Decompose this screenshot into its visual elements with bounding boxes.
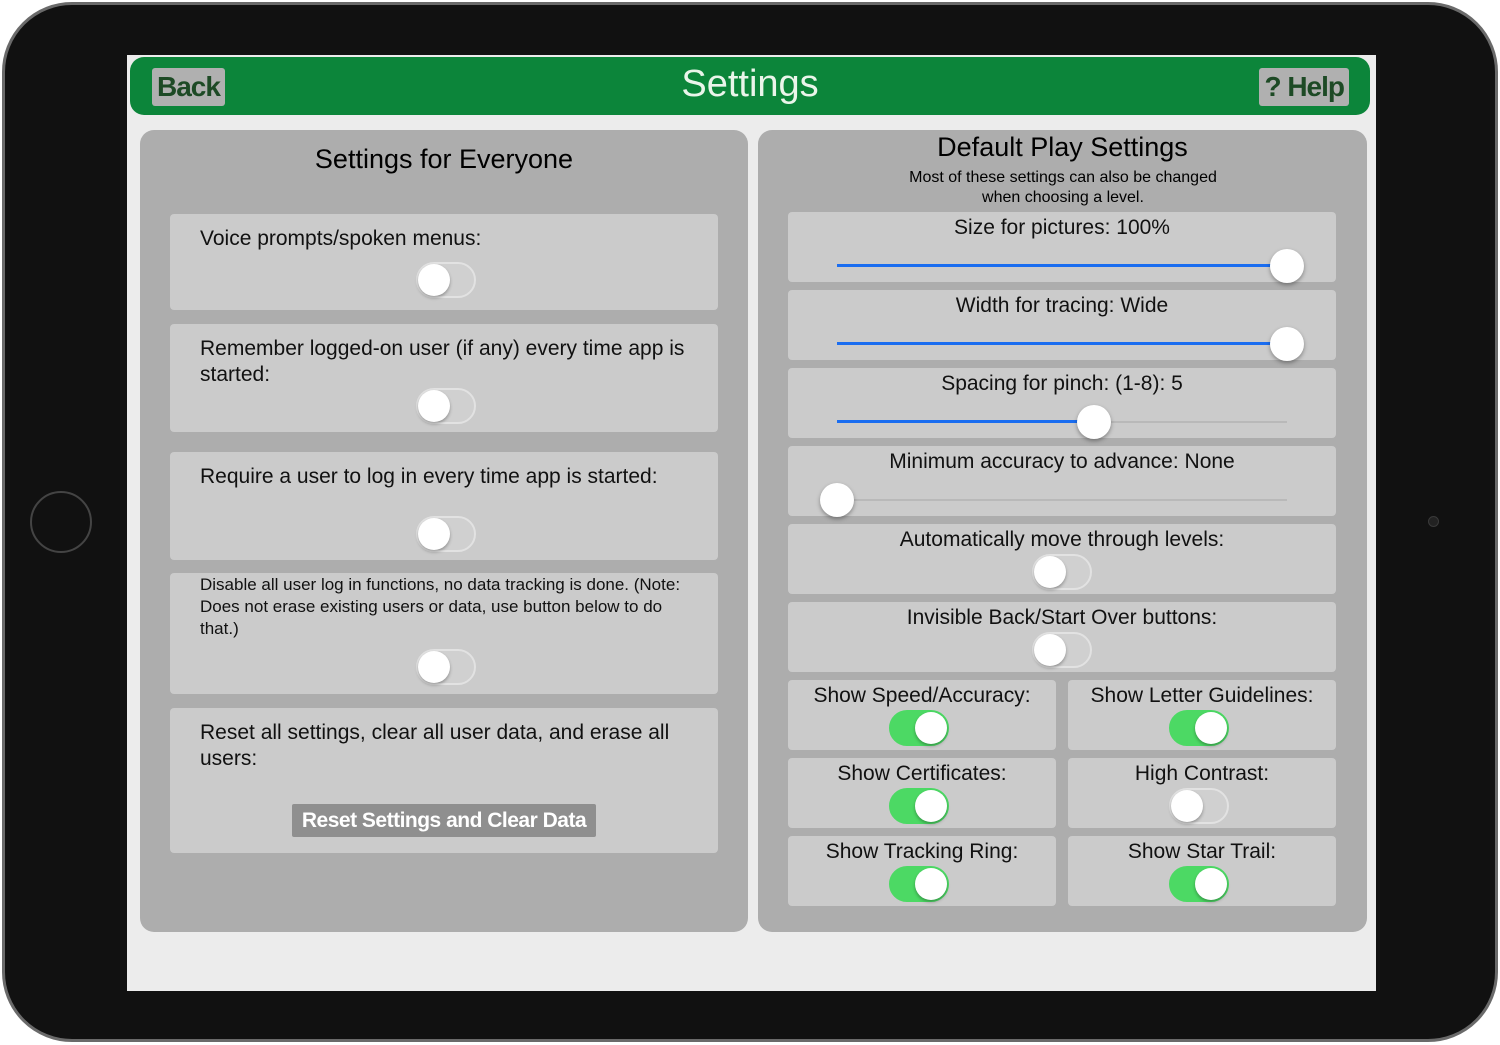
setting-label: Spacing for pinch: (1-8): 5 — [941, 372, 1183, 395]
show-letter-guidelines-toggle[interactable] — [1169, 710, 1229, 746]
setting-tracing-width: Width for tracing: Wide — [788, 290, 1336, 361]
toggle-knob — [418, 651, 450, 683]
toggle-knob — [915, 790, 947, 822]
minimum-accuracy-slider[interactable] — [820, 483, 1287, 517]
setting-label: Size for pictures: 100% — [954, 216, 1170, 239]
toggle-knob — [418, 390, 450, 422]
setting-label: Width for tracing: Wide — [955, 294, 1169, 317]
picture-size-slider[interactable] — [837, 249, 1304, 283]
setting-show-certificates: Show Certificates: — [788, 758, 1056, 828]
header-bar: Back Settings ? Help — [130, 57, 1370, 115]
panel-title: Default Play Settings — [937, 132, 1188, 162]
toggle-knob — [915, 712, 947, 744]
setting-high-contrast: High Contrast: — [1068, 758, 1336, 828]
require-login-toggle[interactable] — [416, 516, 476, 552]
reset-settings-button[interactable]: Reset Settings and Clear Data — [292, 804, 596, 837]
setting-label: High Contrast: — [1134, 762, 1270, 785]
panel-subtitle: Most of these settings can also be chang… — [909, 169, 1217, 206]
auto-move-toggle[interactable] — [1032, 554, 1092, 590]
home-button[interactable] — [30, 491, 92, 553]
slider-fill — [837, 264, 1287, 267]
setting-label: Voice prompts/spoken menus: — [200, 227, 482, 250]
setting-invisible-buttons: Invisible Back/Start Over buttons: — [788, 602, 1336, 672]
setting-pinch-spacing: Spacing for pinch: (1-8): 5 — [788, 368, 1336, 439]
toggle-knob — [1195, 868, 1227, 900]
help-button[interactable]: ? Help — [1259, 68, 1349, 106]
pinch-spacing-slider[interactable] — [837, 405, 1287, 439]
setting-label: Minimum accuracy to advance: None — [889, 450, 1235, 473]
setting-label: Show Letter Guidelines: — [1090, 684, 1314, 707]
setting-disable-login: Disable all user log in functions, no da… — [170, 573, 718, 694]
toggle-knob — [1171, 790, 1203, 822]
invisible-buttons-toggle[interactable] — [1032, 632, 1092, 668]
toggle-knob — [418, 264, 450, 296]
setting-label: Require a user to log in every time app … — [200, 465, 658, 488]
setting-show-speed-accuracy: Show Speed/Accuracy: — [788, 680, 1056, 750]
toggle-knob — [1034, 634, 1066, 666]
setting-show-star-trail: Show Star Trail: — [1068, 836, 1336, 906]
slider-thumb[interactable] — [820, 483, 854, 517]
setting-show-tracking-ring: Show Tracking Ring: — [788, 836, 1056, 906]
setting-minimum-accuracy: Minimum accuracy to advance: None — [788, 446, 1336, 517]
show-star-trail-toggle[interactable] — [1169, 866, 1229, 902]
default-play-settings-panel: Default Play Settings Most of these sett… — [758, 130, 1367, 932]
disable-login-toggle[interactable] — [416, 649, 476, 685]
setting-label: Show Certificates: — [837, 762, 1007, 785]
back-button[interactable]: Back — [152, 68, 225, 106]
setting-label: Disable all user log in functions, no da… — [200, 575, 681, 638]
toggle-knob — [1034, 556, 1066, 588]
tracing-width-slider[interactable] — [837, 327, 1304, 361]
high-contrast-toggle[interactable] — [1169, 788, 1229, 824]
slider-thumb[interactable] — [1076, 405, 1111, 439]
panel-title: Settings for Everyone — [314, 144, 574, 174]
show-speed-accuracy-toggle[interactable] — [889, 710, 949, 746]
setting-show-letter-guidelines: Show Letter Guidelines: — [1068, 680, 1336, 750]
setting-remember-user: Remember logged-on user (if any) every t… — [170, 324, 718, 432]
setting-voice-prompts: Voice prompts/spoken menus: — [170, 214, 718, 310]
setting-require-login: Require a user to log in every time app … — [170, 452, 718, 560]
slider-thumb[interactable] — [1270, 249, 1304, 283]
slider-thumb[interactable] — [1270, 327, 1304, 361]
setting-reset: Reset all settings, clear all user data,… — [170, 708, 718, 853]
setting-label: Invisible Back/Start Over buttons: — [906, 606, 1218, 629]
setting-label: Show Speed/Accuracy: — [813, 684, 1031, 707]
setting-label: Show Tracking Ring: — [825, 840, 1019, 863]
setting-label: Reset all settings, clear all user data,… — [200, 721, 670, 770]
voice-prompts-toggle[interactable] — [416, 262, 476, 298]
slider-fill — [837, 342, 1287, 345]
setting-label: Automatically move through levels: — [899, 528, 1225, 551]
slider-fill — [837, 420, 1094, 423]
camera-icon — [1428, 516, 1439, 527]
toggle-knob — [915, 868, 947, 900]
setting-auto-move: Automatically move through levels: — [788, 524, 1336, 594]
remember-user-toggle[interactable] — [416, 388, 476, 424]
toggle-knob — [1195, 712, 1227, 744]
show-certificates-toggle[interactable] — [889, 788, 949, 824]
screen: Back Settings ? Help Settings for Everyo… — [127, 55, 1376, 991]
page-title: Settings — [681, 63, 819, 105]
settings-for-everyone-panel: Settings for Everyone Voice prompts/spok… — [140, 130, 748, 932]
setting-picture-size: Size for pictures: 100% — [788, 212, 1336, 283]
show-tracking-ring-toggle[interactable] — [889, 866, 949, 902]
setting-label: Remember logged-on user (if any) every t… — [200, 337, 685, 386]
toggle-knob — [418, 518, 450, 550]
setting-label: Show Star Trail: — [1127, 840, 1277, 863]
